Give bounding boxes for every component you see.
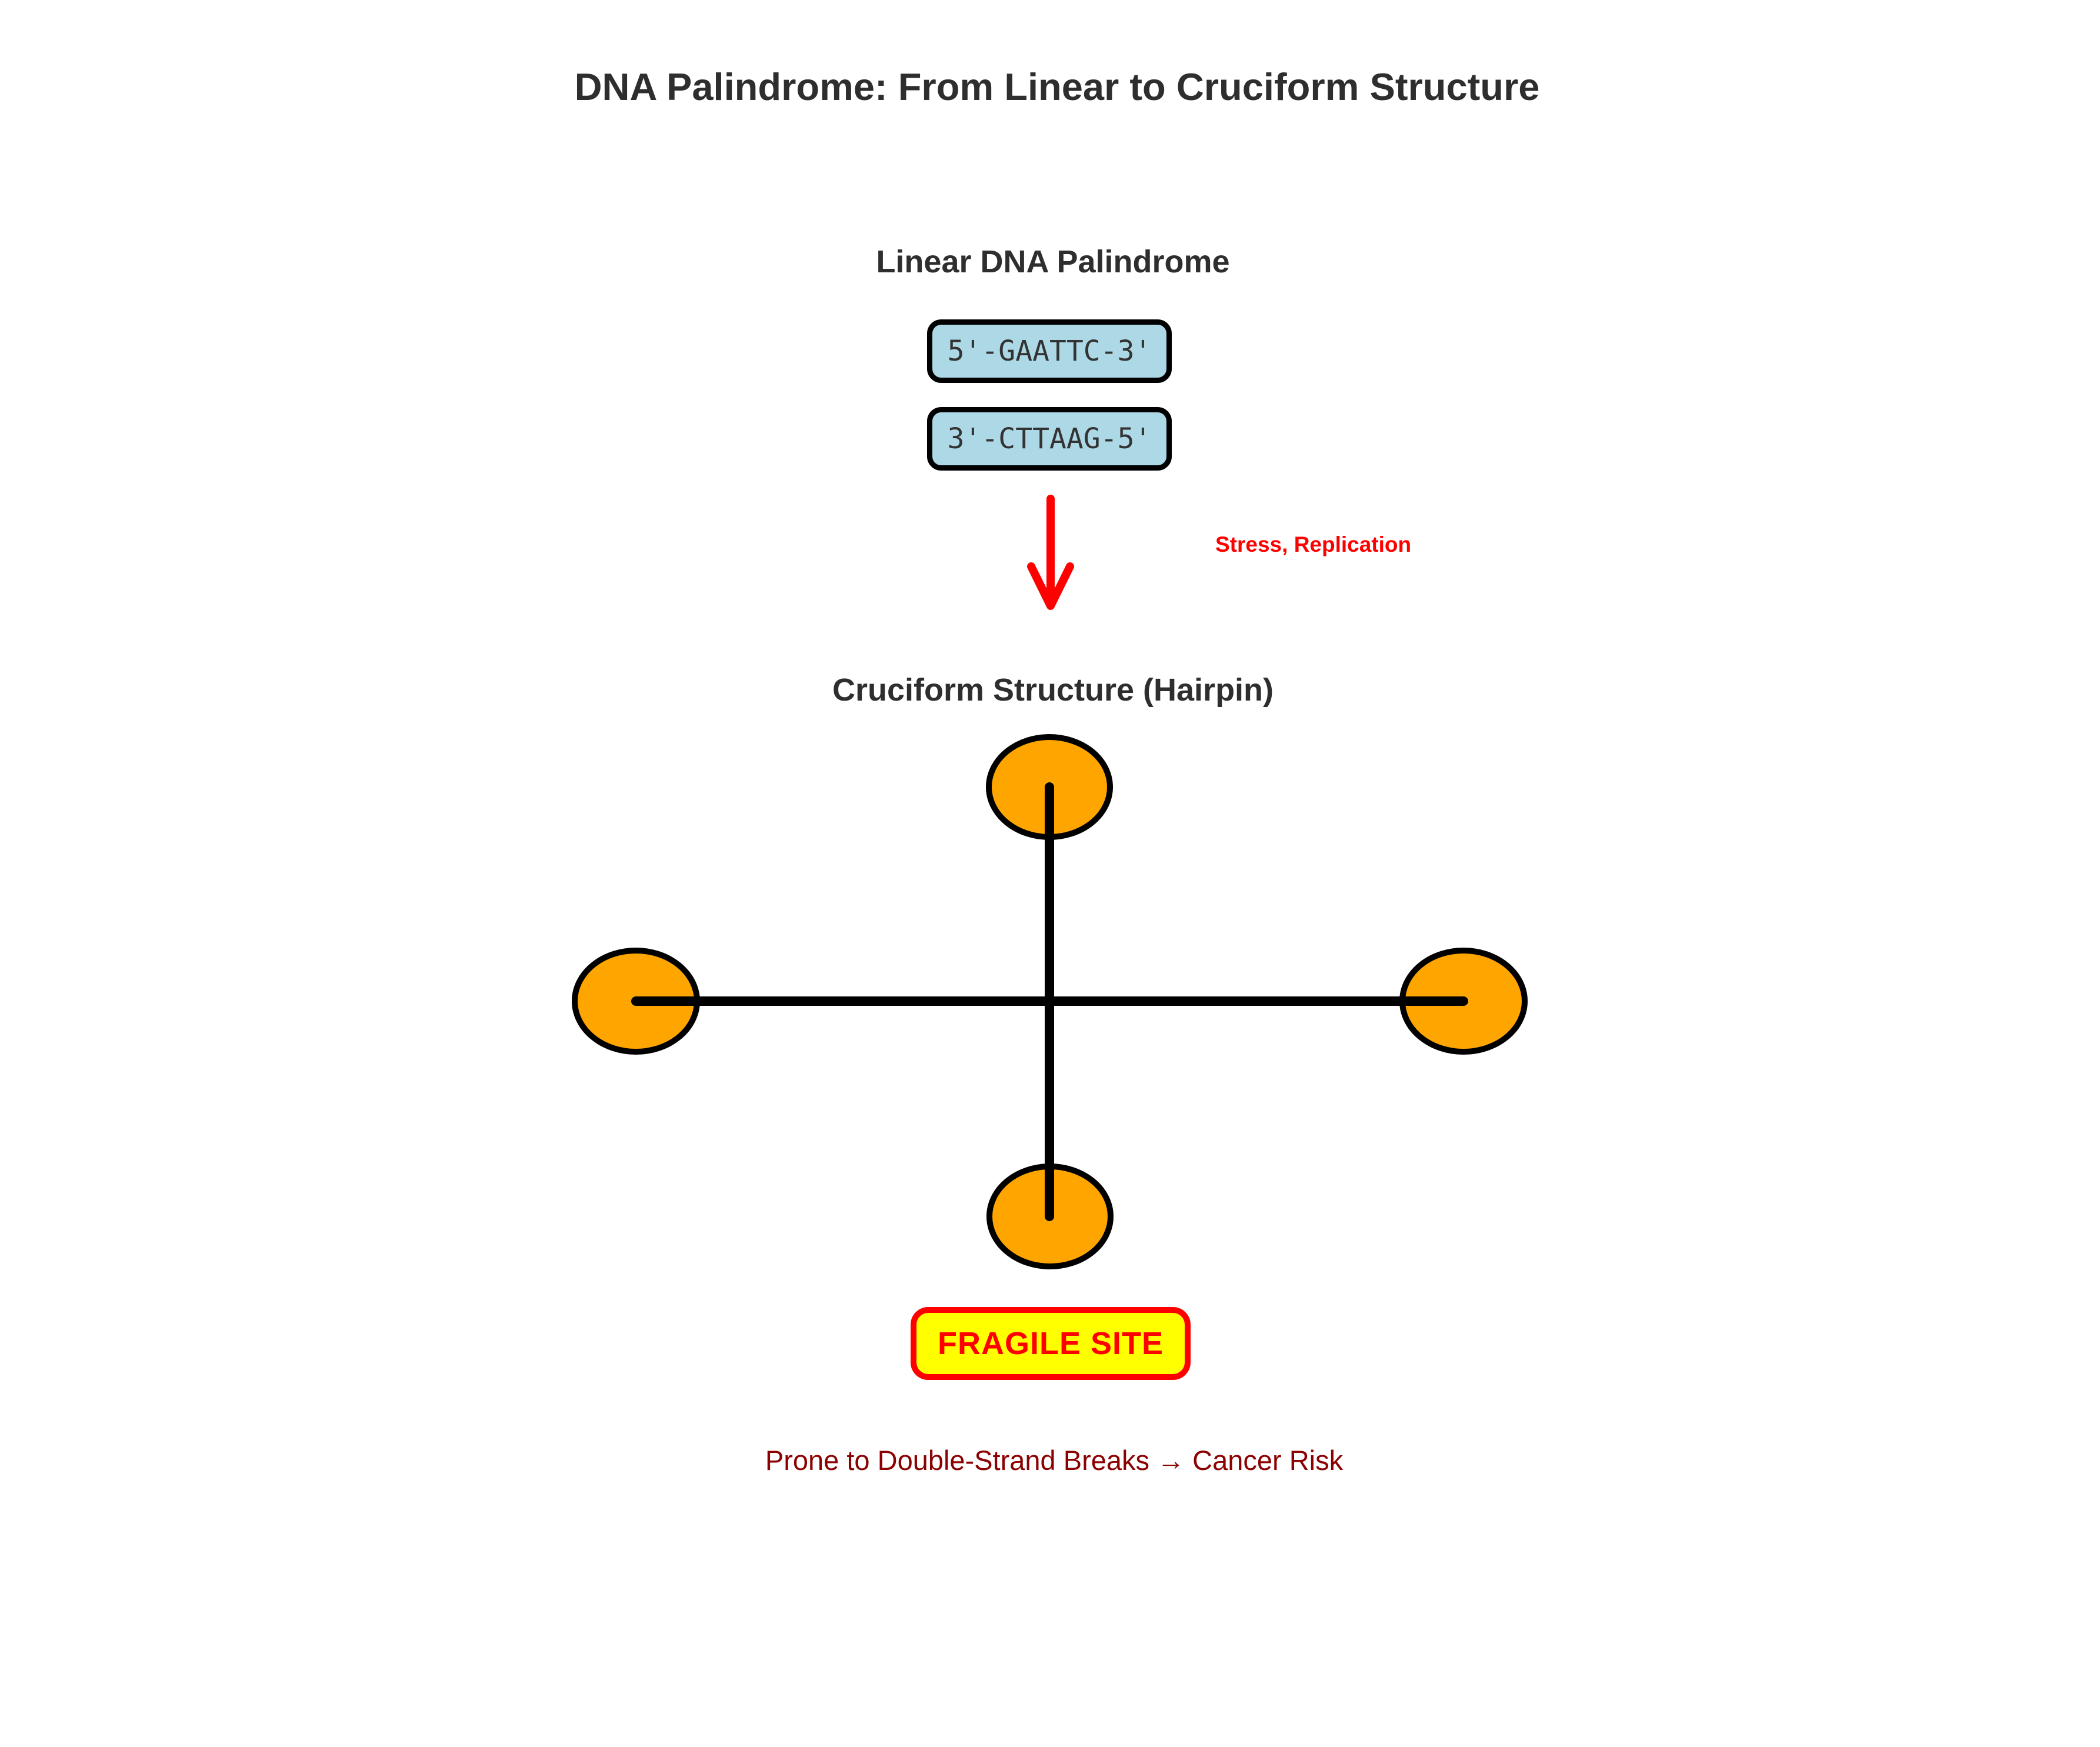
hairpin-loops (572, 734, 1528, 1269)
top-strand-box: 5'-GAATTC-3' (927, 319, 1172, 383)
hairpin-loop-bottom (986, 1163, 1114, 1269)
fragile-site-badge: FRAGILE SITE (911, 1307, 1191, 1380)
cruciform-stems (631, 782, 1468, 1221)
bottom-strand-sequence: 3'-CTTAAG-5' (947, 422, 1152, 455)
diagram-title: DNA Palindrome: From Linear to Cruciform… (574, 65, 1540, 108)
arrow-annotation: Stress, Replication (1215, 532, 1412, 556)
down-arrow-icon (1027, 495, 1074, 610)
linear-section-label: Linear DNA Palindrome (876, 244, 1230, 279)
hairpin-loop-left (572, 948, 700, 1055)
risk-note: Prone to Double-Strand Breaks → Cancer R… (765, 1445, 1344, 1476)
top-strand-sequence: 5'-GAATTC-3' (947, 335, 1152, 368)
bottom-strand-box: 3'-CTTAAG-5' (927, 407, 1172, 471)
fragile-site-label: FRAGILE SITE (937, 1326, 1164, 1361)
hairpin-loop-top (986, 734, 1113, 840)
cruciform-section-label: Cruciform Structure (Hairpin) (832, 672, 1274, 708)
hairpin-loop-right (1399, 948, 1528, 1055)
